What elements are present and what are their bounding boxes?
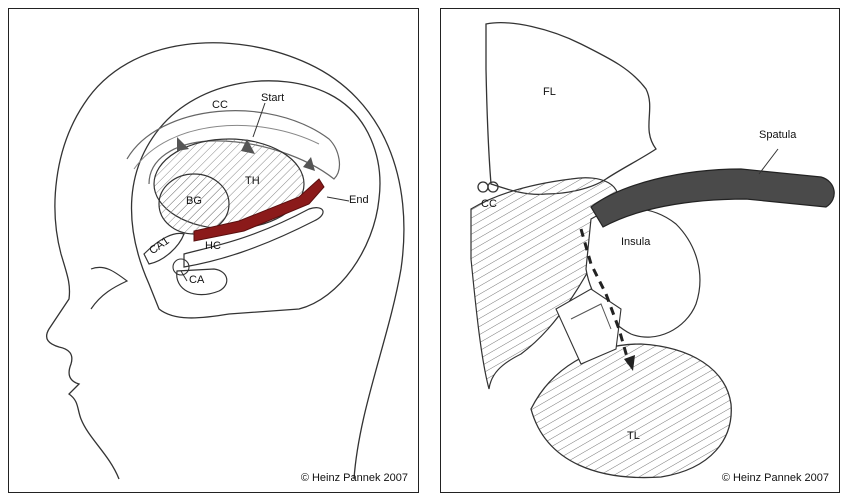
label-bg: BG — [186, 196, 202, 207]
eye — [91, 267, 127, 309]
label-end: End — [349, 195, 369, 206]
coronal-illustration — [441, 9, 840, 493]
label-fl: FL — [543, 87, 556, 98]
right-diagram-panel: FL Spatula CC Insula TL © Heinz Pannek 2… — [440, 8, 840, 493]
label-start: Start — [261, 93, 284, 104]
label-th: TH — [245, 176, 260, 187]
label-hc: HC — [205, 241, 221, 252]
label-insula: Insula — [621, 237, 650, 248]
label-cc-right: CC — [481, 199, 497, 210]
label-ca: CA — [189, 275, 204, 286]
cc-loop-1 — [478, 182, 488, 192]
copyright-left: © Heinz Pannek 2007 — [301, 472, 408, 484]
label-cc: CC — [212, 100, 228, 111]
copyright-right: © Heinz Pannek 2007 — [722, 472, 829, 484]
arrow-th — [303, 157, 315, 171]
label-tl: TL — [627, 431, 640, 442]
frontal-lobe — [486, 23, 656, 195]
label-spatula: Spatula — [759, 130, 796, 141]
left-diagram-panel: CC Start TH BG End CA1 HC CA © Heinz Pan… — [8, 8, 419, 493]
